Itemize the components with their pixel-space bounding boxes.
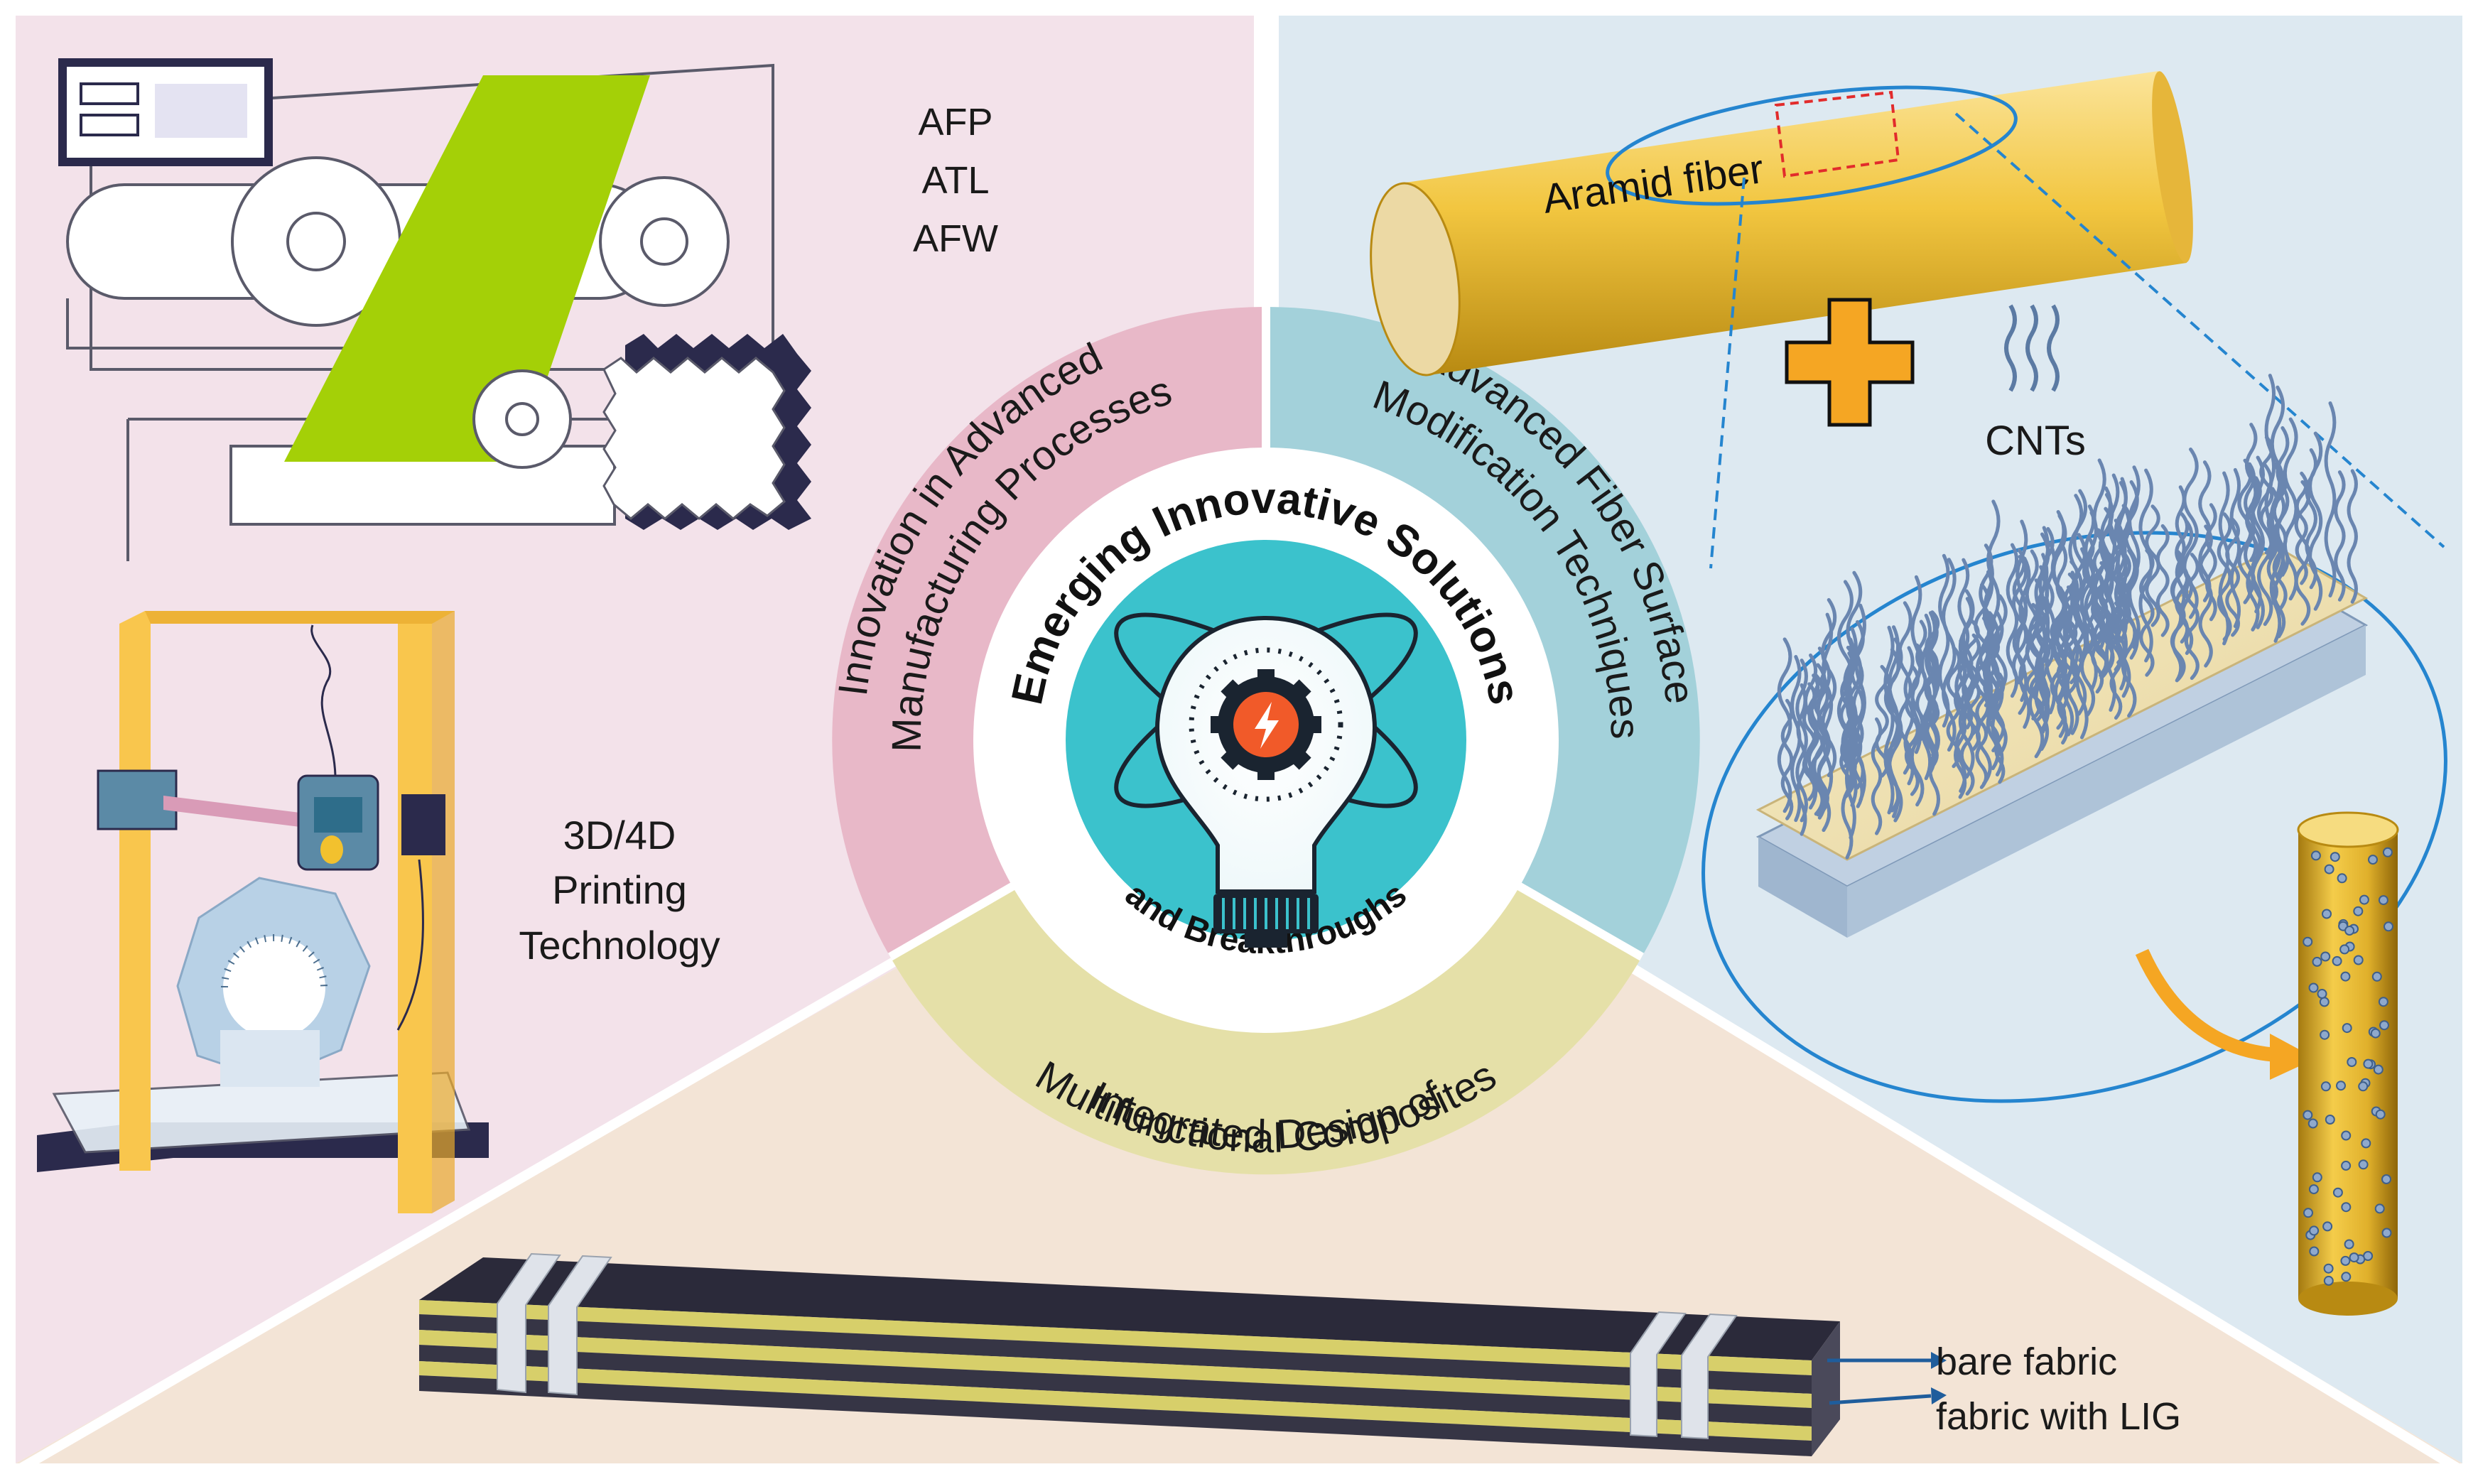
cnt-coated-fiber [2297,811,2399,1316]
hex-nut-print [176,877,371,1087]
gear-icon [1211,669,1321,780]
process-afp: AFP [918,101,992,143]
fiber-panel [1279,16,2462,1463]
printing-label-line1: 3D/4D [563,813,676,857]
cnt-forest [1777,374,2358,860]
cnt-coated-slab [1755,374,2369,938]
plus-icon [1785,298,1915,427]
afp-machine-illustration: AFP ATL AFW [58,58,998,561]
theme-ring: Innovation in Advanced Manufacturing Pro… [830,306,1704,1175]
printing-label-line3: Technology [519,923,720,968]
process-atl: ATL [921,159,989,202]
lightning-bolt-icon [1255,702,1279,749]
laminate-illustration: bare fabric fabric with LIG [419,1252,2181,1456]
fiber-zoom-ellipse [1606,85,2018,206]
aramid-fiber-illustration: Aramid fiber CNTs [1370,71,2447,1316]
printing-label-line2: Printing [552,867,687,912]
lig-fabric-label: fabric with LIG [1936,1395,2181,1438]
cnt-label: CNTs [1985,418,2086,464]
cnt-symbol-icon [2004,304,2060,392]
compaction-workpiece [602,334,811,530]
transform-arrow [2135,948,2278,1062]
innovation-lightbulb-icon [1114,612,1418,948]
process-afw: AFW [913,217,998,260]
composite-tape [284,75,650,462]
laminate-stack [419,1252,1840,1456]
bare-fabric-label: bare fabric [1936,1341,2117,1383]
fiber-cross-section [1370,182,1461,377]
3d-printer-illustration: 3D/4D Printing Technology [37,611,720,1213]
